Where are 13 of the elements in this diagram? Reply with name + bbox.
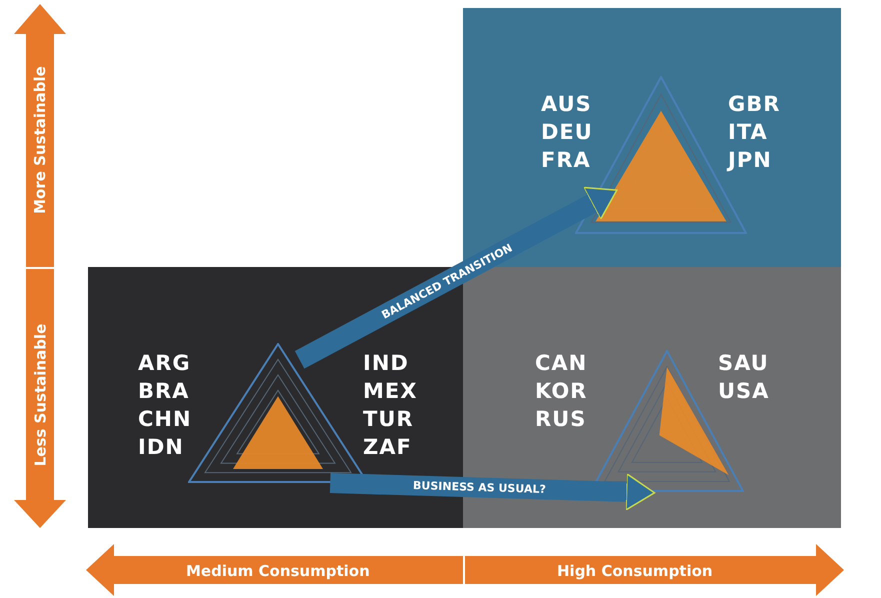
axis-label: Less Sustainable xyxy=(30,324,49,466)
country-list: CAN KOR RUS xyxy=(535,349,605,433)
country-list: SAU USA xyxy=(718,349,788,405)
axis-label: High Consumption xyxy=(557,562,713,580)
country-list: ARG BRA CHN IDN xyxy=(138,349,208,461)
arrow xyxy=(294,186,618,369)
country-list: GBR ITA JPN xyxy=(728,90,798,174)
axis-label: More Sustainable xyxy=(30,66,49,214)
edge-label: BUSINESS AS USUAL? xyxy=(412,479,546,496)
country-list: AUS DEU FRA xyxy=(541,90,611,174)
axis-label: Medium Consumption xyxy=(186,562,370,580)
arrow xyxy=(330,473,656,511)
country-list: IND MEX TUR ZAF xyxy=(363,349,433,461)
